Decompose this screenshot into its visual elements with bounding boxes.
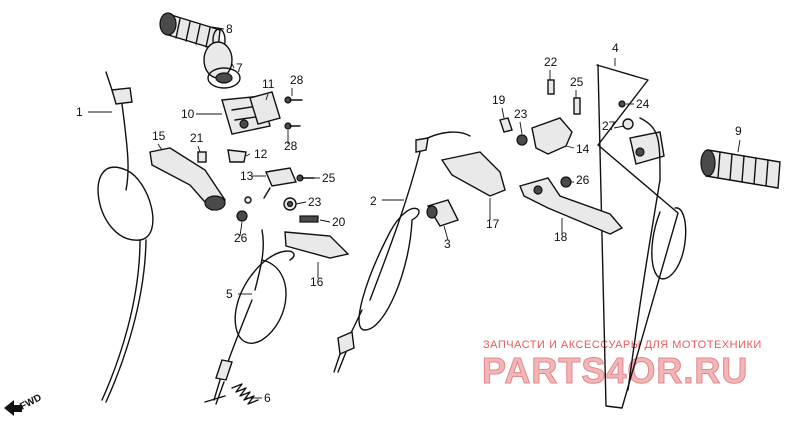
callout-leader-12 [245, 153, 251, 157]
bolt-25-right [573, 97, 581, 115]
callout-leader-23 [295, 201, 307, 205]
callout-19: 19 [492, 93, 506, 107]
callout-6: 6 [264, 391, 271, 405]
nut-23-left [283, 197, 297, 211]
callout-4: 4 [612, 41, 619, 55]
callout-12: 12 [254, 147, 268, 161]
callout-leader-27 [613, 125, 625, 129]
assembly-4-outline [596, 64, 679, 409]
screw-28-b [284, 122, 301, 130]
nut-23-right [516, 134, 528, 146]
fwd-label: FWD [18, 392, 43, 412]
callout-3: 3 [444, 237, 451, 251]
part-1-throttle-cable [97, 71, 154, 403]
part-17-brake-guard [440, 151, 506, 197]
callout-23: 23 [308, 195, 322, 209]
callout-18: 18 [554, 230, 568, 244]
callout-leader-19 [501, 107, 505, 119]
part-2-cable [333, 131, 471, 373]
callout-25: 25 [570, 75, 584, 89]
screw-24 [618, 100, 626, 108]
pin-b-left [244, 196, 252, 204]
callout-25: 25 [322, 171, 336, 185]
nut-26-left [236, 210, 248, 222]
bolt-19 [499, 117, 513, 133]
part-18-brake-lever [519, 177, 624, 235]
part-14-bracket [531, 117, 573, 155]
callout-group: 1234567891011121314151617181920212223232… [76, 22, 742, 405]
callout-leader-3 [443, 225, 449, 241]
callout-26: 26 [234, 231, 248, 245]
part-7-grip-flange [203, 41, 241, 89]
callout-22: 22 [544, 55, 558, 69]
fwd-arrow-icon [4, 400, 22, 416]
callout-10: 10 [181, 107, 195, 121]
callout-14: 14 [576, 142, 590, 156]
callout-leader-23 [519, 121, 523, 135]
screw-28-a [284, 96, 303, 104]
part-6-spring [231, 383, 259, 405]
part-15-clutch-lever [149, 147, 226, 211]
callout-11: 11 [262, 77, 275, 91]
callout-leader-9 [737, 139, 741, 153]
part-4-cable [627, 117, 687, 391]
callout-26: 26 [576, 173, 590, 187]
callout-8: 8 [226, 22, 233, 36]
watermark: ЗАПЧАСТИ И АКСЕССУАРЫ ДЛЯ МОТОТЕХНИКИ PA… [482, 339, 762, 392]
callout-9: 9 [735, 124, 742, 138]
fwd-direction-marker: FWD [4, 392, 44, 416]
callout-leader-7 [231, 63, 235, 69]
watermark-brand: PARTS4OR.RU [482, 350, 748, 391]
callout-17: 17 [486, 217, 500, 231]
callout-leader-15 [157, 143, 163, 151]
bolt-21 [197, 151, 207, 163]
adjuster-13 [263, 167, 297, 199]
callout-13: 13 [240, 169, 254, 183]
callout-leader-8 [211, 26, 225, 30]
callout-21: 21 [190, 131, 204, 145]
part-16-lever-guard [284, 231, 350, 259]
callout-leader-20 [319, 219, 331, 223]
callout-2: 2 [370, 194, 377, 208]
throttle-body-right [629, 131, 665, 165]
callout-28: 28 [290, 73, 304, 87]
callout-28: 28 [284, 139, 298, 153]
screw-22 [547, 79, 555, 95]
callout-leader-14 [565, 145, 575, 149]
watermark-tagline: ЗАПЧАСТИ И АКСЕССУАРЫ ДЛЯ МОТОТЕХНИКИ [483, 339, 762, 351]
callout-16: 16 [310, 275, 324, 289]
part-5-clutch-cable [204, 229, 295, 405]
part-9-grip [700, 149, 781, 189]
callout-1: 1 [76, 105, 83, 119]
callout-leader-21 [197, 145, 201, 153]
nut-26-right [560, 176, 572, 188]
callout-27: 27 [602, 119, 616, 133]
callout-15: 15 [152, 129, 166, 143]
callout-leader-26 [239, 221, 243, 237]
part-11-housing-cover [249, 91, 281, 125]
callout-leader-11 [265, 93, 269, 101]
screw-20 [299, 215, 319, 223]
bolt-25-left [296, 174, 315, 182]
callout-23: 23 [514, 107, 528, 121]
callout-24: 24 [636, 97, 650, 111]
part-3-brake-perch [426, 199, 459, 227]
callout-20: 20 [332, 215, 346, 229]
callout-5: 5 [226, 287, 233, 301]
callout-7: 7 [236, 61, 243, 75]
nut-27 [622, 118, 634, 130]
bracket-12 [227, 149, 247, 163]
